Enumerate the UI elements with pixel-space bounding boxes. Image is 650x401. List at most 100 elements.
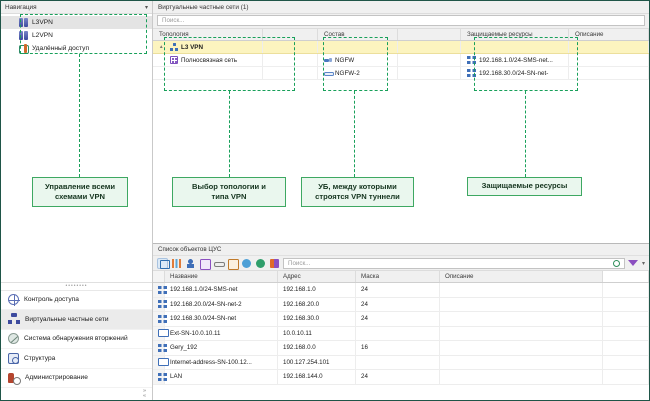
network-object-icon: [467, 69, 476, 77]
network-object-icon: [158, 372, 167, 381]
objects-panel: Список объектов ЦУС Поиск... ▾: [153, 243, 649, 385]
cell-address: 192.168.1.0: [278, 283, 356, 297]
network-object-icon: [158, 314, 167, 323]
group-object-icon[interactable]: [269, 258, 280, 269]
sidebar-item-administration[interactable]: Администрирование: [1, 369, 152, 388]
main-content: Виртуальные частные сети (1) Поиск... То…: [153, 1, 649, 400]
column-header-name[interactable]: Название: [165, 271, 278, 282]
tree-item-remote-access[interactable]: Удалённый доступ: [1, 42, 152, 55]
cell-icon: [153, 312, 167, 326]
sidebar-item-vpn[interactable]: Виртуальные частные сети: [1, 310, 152, 330]
cell-blank-2: [398, 67, 461, 79]
cell-mask: 24: [356, 283, 440, 297]
user-object-icon[interactable]: [185, 258, 196, 269]
application-object-icon[interactable]: [199, 258, 211, 270]
chevron-down-icon[interactable]: ▾: [144, 4, 148, 11]
vpn-icon: [19, 31, 28, 40]
grip-dots-icon: ••••••••: [65, 282, 88, 289]
range-object-icon[interactable]: [213, 258, 225, 269]
list-item[interactable]: Gerу_192 192.168.0.0 16: [153, 341, 649, 356]
cell-address: 192.168.30.0: [278, 312, 356, 326]
vpn-search-input[interactable]: Поиск...: [157, 15, 645, 26]
list-item[interactable]: 192.168.30.0/24-SN-net 192.168.30.0 24: [153, 312, 649, 327]
web-object-icon[interactable]: [255, 258, 266, 269]
cell-mask: [356, 326, 440, 340]
cell-topology: Полносвязная сеть: [153, 54, 263, 66]
cell-name: 192.168.30.0/24-SN-net: [165, 312, 278, 326]
sidebar-item-label: Администрирование: [25, 374, 88, 382]
administration-icon: [8, 372, 21, 385]
cell-text: 192.168.1.0/24-SMS-net...: [479, 56, 553, 64]
magnifier-icon[interactable]: [612, 260, 620, 267]
list-item[interactable]: 192.168.1.0/24-SMS-net 192.168.1.0 24: [153, 283, 649, 298]
host-object-icon: [158, 329, 169, 338]
column-header-protected-resources[interactable]: Защищаемые ресурсы: [461, 29, 569, 40]
sidebar-footer: »«: [1, 388, 152, 400]
cell-mask: 24: [356, 297, 440, 311]
table-row[interactable]: ▴ L3 VPN: [153, 41, 649, 54]
list-item[interactable]: Internet-address-SN-100.12... 100.127.25…: [153, 355, 649, 370]
cell-filler: [603, 326, 649, 340]
structure-icon: [8, 352, 19, 364]
sidebar-splitter[interactable]: ••••••••: [1, 281, 152, 290]
cell-address: 100.127.254.101: [278, 355, 356, 369]
network-object-icon: [158, 343, 167, 352]
image-object-icon[interactable]: [227, 258, 239, 270]
site-object-icon[interactable]: [241, 258, 252, 269]
cell-text: 192.168.30.0/24-SN-net-: [479, 69, 549, 77]
vpn-table-header: Топология Состав Защищаемые ресурсы Опис…: [153, 28, 649, 41]
column-header-topology[interactable]: Топология: [153, 29, 263, 40]
tree-item-l3vpn[interactable]: L3VPN: [1, 16, 152, 29]
cell-topology: [153, 67, 263, 79]
list-item[interactable]: 192.168.20.0/24-SN-net-2 192.168.20.0 24: [153, 297, 649, 312]
remote-access-icon: [19, 44, 29, 54]
table-row[interactable]: NGFW-2 192.168.30.0/24-SN-net-: [153, 67, 649, 80]
cell-icon: [153, 326, 169, 340]
sidebar-item-label: Контроль доступа: [24, 296, 79, 304]
caret-down-icon[interactable]: ▾: [641, 260, 645, 267]
column-header-icon: [153, 271, 165, 282]
cell-description: [569, 41, 649, 53]
cell-name: Ext-SN-10.0.10.11: [165, 326, 278, 340]
vpn-icon: [19, 18, 28, 27]
objects-panel-title: Список объектов ЦУС: [153, 244, 649, 256]
expand-arrows-icon[interactable]: »«: [142, 388, 146, 399]
cell-description: [440, 297, 603, 311]
list-item[interactable]: Ext-SN-10.0.10.11 10.0.10.11: [153, 326, 649, 341]
host-object-icon[interactable]: [157, 257, 170, 269]
column-header-blank-1[interactable]: [263, 29, 318, 40]
cell-mask: [356, 355, 440, 369]
cell-name: LAN: [165, 370, 278, 384]
cell-description: [440, 283, 603, 297]
column-header-address[interactable]: Адрес: [278, 271, 356, 282]
cell-description: [440, 326, 603, 340]
objects-search-input[interactable]: Поиск...: [283, 257, 625, 269]
sidebar-item-ids[interactable]: Система обнаружения вторжений: [1, 330, 152, 349]
cell-icon: [153, 283, 167, 297]
tree-item-label: L3VPN: [32, 19, 53, 26]
globe-icon: [8, 294, 20, 307]
cell-member: [318, 41, 398, 53]
sidebar-item-access-control[interactable]: Контроль доступа: [1, 291, 152, 310]
cell-address: 192.168.144.0: [278, 370, 356, 384]
sidebar-item-label: Виртуальные частные сети: [25, 315, 109, 323]
column-header-description[interactable]: Описание: [440, 271, 603, 282]
collapse-icon[interactable]: ▴: [160, 44, 163, 50]
cell-blank-2: [398, 41, 461, 53]
service-object-icon[interactable]: [171, 258, 182, 269]
column-header-description[interactable]: Описание: [569, 29, 649, 40]
sidebar-item-structure[interactable]: Структура: [1, 349, 152, 369]
list-item[interactable]: LAN 192.168.144.0 24: [153, 370, 649, 385]
cell-filler: [603, 312, 649, 326]
column-header-mask[interactable]: Маска: [356, 271, 440, 282]
tree-item-l2vpn[interactable]: L2VPN: [1, 29, 152, 42]
table-row[interactable]: Полносвязная сеть NGFW 192.168.1.0/24-SM…: [153, 54, 649, 67]
cell-description: [440, 341, 603, 355]
column-header-blank-2[interactable]: [398, 29, 461, 40]
sidebar-item-label: Структура: [24, 354, 56, 362]
network-object-icon: [158, 285, 167, 294]
column-header-members[interactable]: Состав: [318, 29, 398, 40]
funnel-icon[interactable]: [628, 258, 639, 269]
cell-member: NGFW-2: [318, 67, 398, 79]
